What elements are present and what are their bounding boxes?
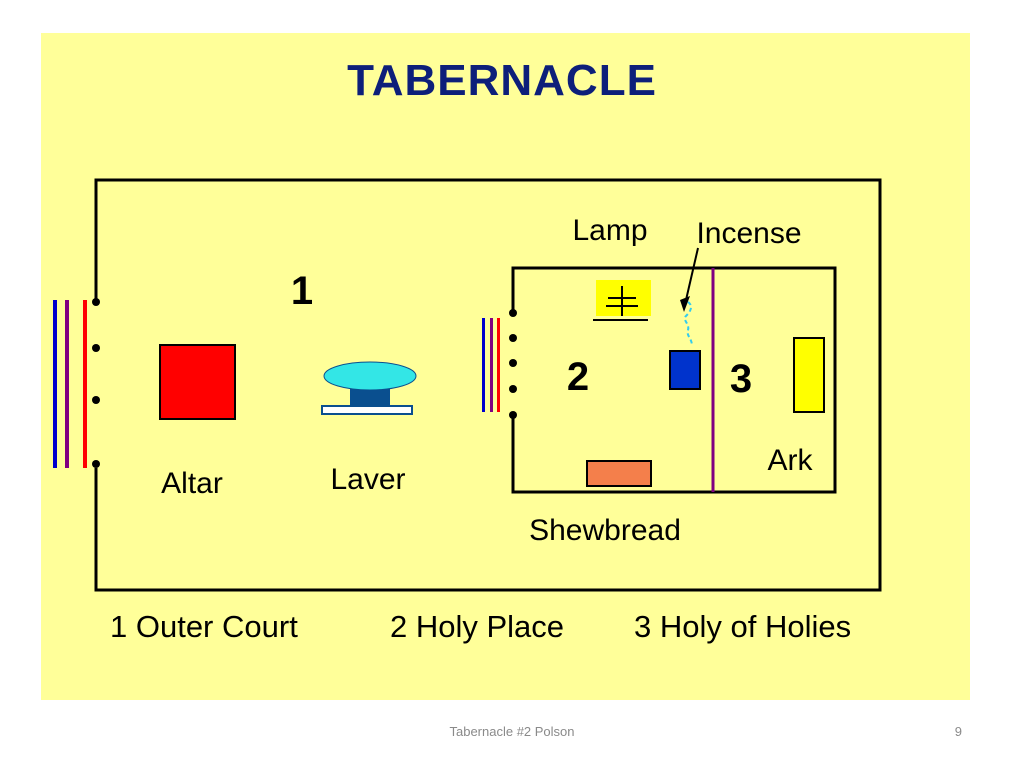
incense-pointer-head [680, 296, 690, 312]
incense-pointer [685, 247, 699, 301]
door-curtain-purple [490, 318, 493, 412]
legend-outer-court: 1 Outer Court [110, 609, 298, 644]
outer-court-number: 1 [291, 269, 313, 313]
laver-stand [350, 387, 390, 406]
door-post [509, 309, 517, 317]
lamp-icon [593, 280, 651, 321]
altar-label: Altar [161, 467, 223, 500]
shewbread-table-shape [586, 460, 652, 487]
gate-curtain-red [83, 300, 87, 468]
door-post [509, 334, 517, 342]
incense-label: Incense [696, 217, 801, 250]
door-post [509, 359, 517, 367]
lamp-label: Lamp [572, 214, 647, 247]
door-post [509, 411, 517, 419]
tent-door [482, 309, 517, 419]
slide-footer: Tabernacle #2 Polson [449, 724, 575, 739]
gate-curtain-blue [53, 300, 57, 468]
gate-post [92, 344, 100, 352]
laver-basin [323, 361, 417, 391]
gate-curtain-purple [65, 300, 69, 468]
gate-opening-bg [94, 300, 100, 468]
ark-shape [793, 337, 825, 413]
ark-label: Ark [768, 444, 814, 477]
door-post [509, 385, 517, 393]
incense-smoke-icon [683, 301, 693, 347]
legend-holy-of-holies: 3 Holy of Holies [634, 609, 851, 644]
outer-court-gate [53, 298, 100, 468]
diagram-title: TABERNACLE [347, 56, 657, 105]
gate-post [92, 298, 100, 306]
laver-base [321, 405, 413, 415]
holy-place-number: 2 [567, 355, 589, 399]
shewbread-label: Shewbread [529, 514, 681, 547]
holy-of-holies-number: 3 [730, 357, 752, 401]
door-curtain-blue [482, 318, 485, 412]
incense-altar-shape [669, 350, 701, 390]
door-curtain-red [497, 318, 500, 412]
laver-shape [321, 361, 417, 415]
laver-label: Laver [330, 463, 405, 496]
altar-shape [159, 344, 236, 420]
gate-post [92, 396, 100, 404]
gate-post [92, 460, 100, 468]
slide-number: 9 [954, 724, 962, 739]
legend-holy-place: 2 Holy Place [390, 609, 564, 644]
